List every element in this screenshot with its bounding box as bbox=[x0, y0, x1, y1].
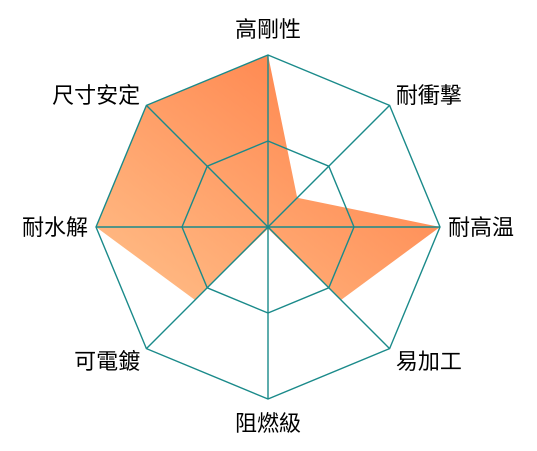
axis-spoke-3 bbox=[267, 226, 391, 350]
axis-label-5: 可電鍍 bbox=[74, 350, 140, 375]
axis-label-3: 易加工 bbox=[396, 350, 462, 375]
axis-spoke-7 bbox=[145, 104, 269, 228]
axis-label-4: 阻燃級 bbox=[235, 412, 301, 437]
axis-label-7: 尺寸安定 bbox=[52, 84, 140, 109]
axis-spoke-5 bbox=[145, 226, 269, 350]
axis-label-0: 高剛性 bbox=[235, 18, 301, 43]
axis-spoke-1 bbox=[267, 104, 391, 228]
axis-label-1: 耐衝撃 bbox=[396, 84, 462, 109]
axis-label-6: 耐水解 bbox=[22, 216, 88, 241]
radar-grid bbox=[95, 54, 441, 400]
axis-label-2: 耐高温 bbox=[448, 216, 514, 241]
